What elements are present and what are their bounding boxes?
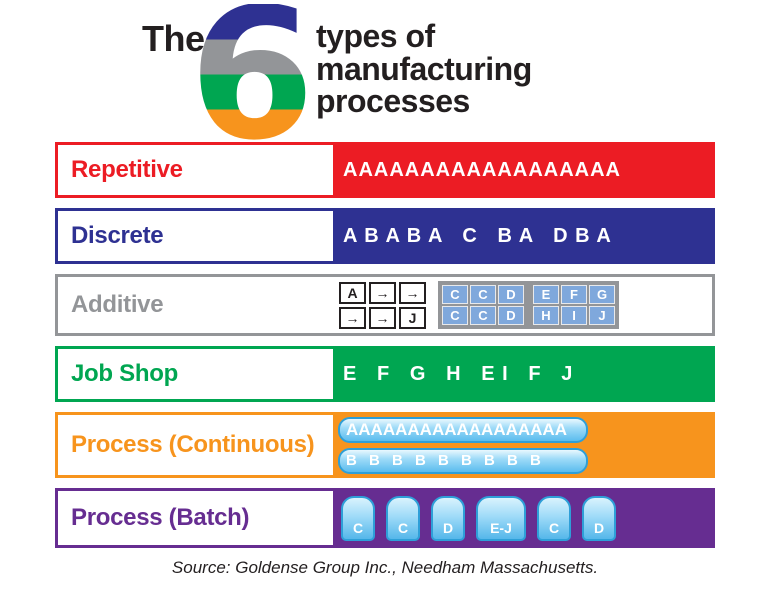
tank-label: C [548, 519, 560, 536]
arrow-right-icon: → [369, 281, 396, 304]
panel-group-right: E F G H I J [533, 285, 615, 325]
job-shop-label-text: Job Shop [71, 360, 178, 387]
discrete-visual: A B A B A C B A D B A [333, 211, 712, 261]
row-process-continuous: Process (Continuous) AAAAAAAAAAAAAAAAAA … [55, 412, 715, 478]
additive-build-panel: C C D C C D E F G H I J [438, 281, 619, 329]
title-line-3: processes [316, 83, 470, 120]
arrow-right-icon: → [339, 306, 366, 329]
panel-cell: C [442, 285, 468, 304]
panel-cell: D [498, 285, 524, 304]
flow-cell-j: J [399, 306, 426, 329]
header: The 6 types of manufacturing processes [0, 0, 770, 144]
tank-label: C [397, 519, 409, 536]
row-repetitive: Repetitive AAAAAAAAAAAAAAAAAA [55, 142, 715, 198]
continuous-capsule-a: AAAAAAAAAAAAAAAAAA [338, 416, 588, 443]
panel-cell: C [470, 306, 496, 325]
panel-cell: H [533, 306, 559, 325]
job-shop-visual: E F G H E I F J [333, 349, 712, 399]
batch-tank: C [341, 495, 375, 541]
title-line-1: types of [316, 18, 435, 54]
arrow-right-icon: → [369, 306, 396, 329]
panel-cell: J [589, 306, 615, 325]
arrow-right-icon: → [399, 281, 426, 304]
batch-tank-wide: E-J [476, 495, 526, 541]
process-batch-label-text: Process (Batch) [71, 504, 250, 531]
striped-six-numeral: 6 [192, 4, 314, 144]
batch-tank: C [537, 495, 571, 541]
process-batch-label: Process (Batch) [58, 491, 333, 545]
six-numeral-text: 6 [192, 4, 314, 144]
panel-group-left: C C D C C D [442, 285, 524, 325]
panel-cell: F [561, 285, 587, 304]
repetitive-label: Repetitive [58, 145, 333, 195]
tank-label: E-J [490, 519, 512, 536]
continuous-capsule-b: B B B B B B B B B [338, 447, 588, 474]
panel-cell: D [498, 306, 524, 325]
discrete-label-text: Discrete [71, 222, 164, 249]
footer: Source: Goldense Group Inc., Needham Mas… [55, 558, 715, 578]
continuous-visual: AAAAAAAAAAAAAAAAAA B B B B B B B B B [333, 415, 712, 475]
discrete-sequence: A B A B A C B A D B A [343, 224, 612, 247]
panel-cell: C [442, 306, 468, 325]
row-discrete: Discrete A B A B A C B A D B A [55, 208, 715, 264]
batch-tank: D [431, 495, 465, 541]
tank-label: D [442, 519, 454, 536]
batch-tank: D [582, 495, 616, 541]
row-additive: Additive A → → → → J C C D C [55, 274, 715, 336]
additive-label: Additive [58, 277, 333, 333]
panel-cell: C [470, 285, 496, 304]
source-text: Source: Goldense Group Inc., Needham Mas… [171, 558, 599, 577]
process-continuous-label-text: Process (Continuous) [71, 431, 315, 458]
row-process-batch: Process (Batch) C C D E-J C D [55, 488, 715, 548]
process-continuous-label: Process (Continuous) [58, 415, 333, 475]
capsule-a-text: AAAAAAAAAAAAAAAAAA [346, 420, 567, 439]
panel-cell: E [533, 285, 559, 304]
panel-cell: I [561, 306, 587, 325]
batch-visual: C C D E-J C D [333, 491, 712, 545]
tank-label: D [593, 519, 605, 536]
panel-cell: G [589, 285, 615, 304]
repetitive-sequence: AAAAAAAAAAAAAAAAAA [343, 158, 621, 181]
job-shop-label: Job Shop [58, 349, 333, 399]
process-rows: Repetitive AAAAAAAAAAAAAAAAAA Discrete A… [55, 142, 715, 548]
tank-label: C [352, 519, 364, 536]
row-job-shop: Job Shop E F G H E I F J [55, 346, 715, 402]
job-shop-sequence: E F G H E I F J [343, 362, 574, 385]
repetitive-label-text: Repetitive [71, 156, 183, 183]
batch-tank: C [386, 495, 420, 541]
header-the: The [142, 18, 205, 59]
capsule-b-text: B B B B B B B B B [346, 452, 545, 469]
additive-visual: A → → → → J C C D C C D [333, 277, 712, 333]
discrete-label: Discrete [58, 211, 333, 261]
repetitive-visual: AAAAAAAAAAAAAAAAAA [333, 145, 712, 195]
title-line-2: manufacturing [316, 50, 532, 87]
additive-flow-grid: A → → → → J [339, 281, 426, 329]
additive-label-text: Additive [71, 291, 164, 318]
flow-cell-a: A [339, 281, 366, 304]
header-title: types of manufacturing processes [316, 20, 532, 118]
